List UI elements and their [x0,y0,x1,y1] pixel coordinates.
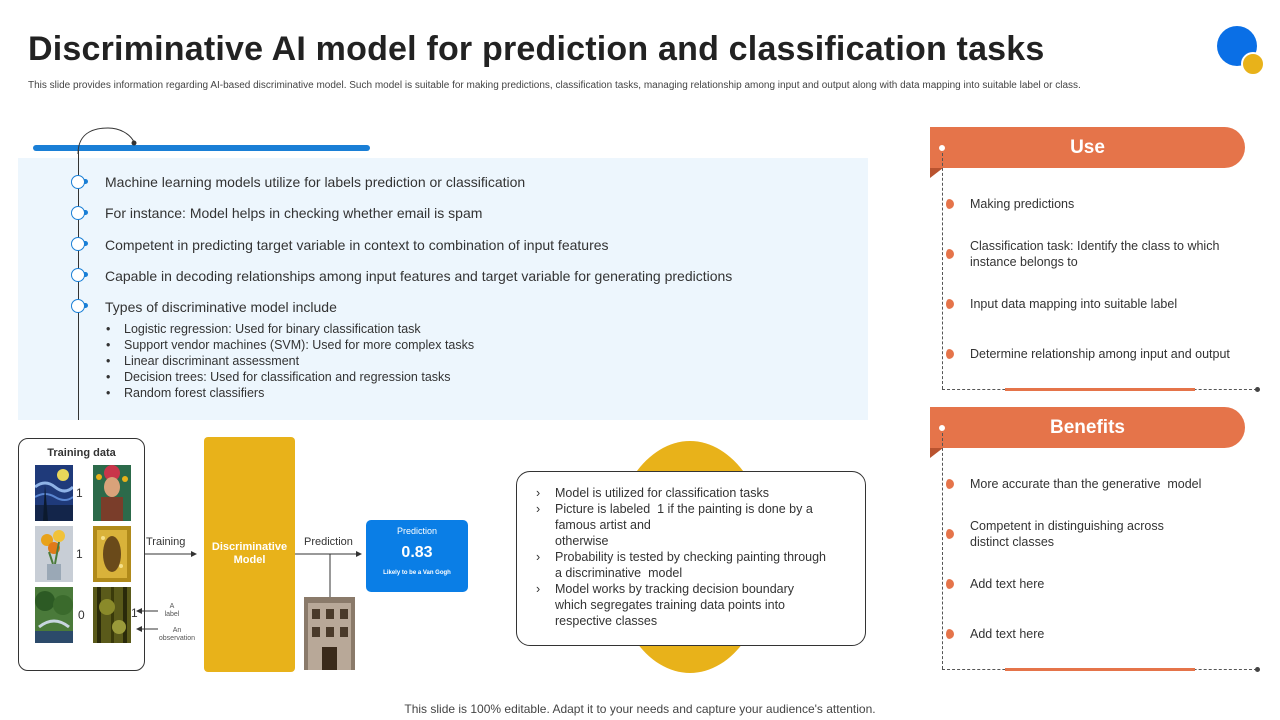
benefits-item: Add text here [970,577,1045,591]
benefits-accent-line [1005,668,1195,671]
tab-pin [937,143,947,153]
golden-artwork-thumbnail [93,526,131,582]
blue-accent-bar [33,145,370,151]
benefits-item: More accurate than the generative model [970,477,1202,491]
bullet-marker [71,237,88,251]
benefits-bullet [944,629,954,639]
page-title: Discriminative AI model for prediction a… [28,30,1045,68]
label-caption: A label [164,603,180,618]
use-bullet [944,249,954,259]
data-label: 1 [76,547,83,561]
benefits-dashed-line [942,433,943,669]
benefits-bullet [944,479,954,489]
tab-notch [930,448,943,458]
list-item: Model is utilized for classification tas… [534,485,826,501]
data-label: 1 [131,606,138,620]
model-label: Discriminative Model [211,541,288,566]
use-item: Classification task: Identify the class … [970,239,1220,269]
building-photo [304,597,355,670]
data-label: 0 [78,608,85,622]
forest-thumbnail [93,587,131,643]
training-data-title: Training data [47,447,116,459]
line-end-dot [1255,667,1260,672]
use-item: Determine relationship among input and o… [970,347,1230,361]
benefits-bullet [944,529,954,539]
observation-caption: An observation [158,627,196,642]
bullet-marker [71,299,88,313]
list-item: Probability is tested by checking painti… [534,549,826,581]
use-item: Input data mapping into suitable label [970,297,1178,311]
info-list: Model is utilized for classification tas… [534,485,826,629]
use-bullet [944,299,954,309]
list-item: Decision trees: Used for classification … [106,369,474,385]
list-item: Random forest classifiers [106,385,474,401]
main-point: Capable in decoding relationships among … [105,268,733,284]
use-dashed-line [942,153,943,389]
diagram-arrows [136,551,362,632]
prediction-caption: Likely to be a Van Gogh [383,570,451,576]
bullet-marker [71,268,88,282]
training-arrow-label: Training [146,536,186,548]
tab-notch [930,168,943,178]
timeline-curve [77,127,137,155]
benefits-item: Competent in distinguishing across disti… [970,519,1164,549]
list-item: Support vendor machines (SVM): Used for … [106,337,474,353]
prediction-arrow-label: Prediction [304,536,353,548]
use-header: Use [930,127,1245,168]
list-item: Logistic regression: Used for binary cla… [106,321,474,337]
prediction-title: Prediction [396,526,438,536]
portrait-thumbnail [93,465,131,521]
list-item: Model works by tracking decision boundar… [534,581,826,629]
bullet-marker [71,206,88,220]
line-end-dot [1255,387,1260,392]
starry-night-thumbnail [35,465,73,521]
prediction-box: Prediction 0.83 Likely to be a Van Gogh [366,520,468,592]
benefits-header: Benefits [930,407,1245,448]
use-accent-line [1005,388,1195,391]
use-bullet [944,349,954,359]
main-point: Types of discriminative model include [105,299,337,315]
prediction-value: 0.83 [401,544,433,561]
benefits-bullet [944,579,954,589]
timeline-line [78,150,79,420]
flowers-thumbnail [35,526,73,582]
main-point: Competent in predicting target variable … [105,237,609,253]
model-types-list: Logistic regression: Used for binary cla… [106,321,474,401]
list-item: Picture is labeled 1 if the painting is … [534,501,826,549]
main-point: For instance: Model helps in checking wh… [105,205,483,221]
list-item: Linear discriminant assessment [106,353,474,369]
landscape-thumbnail [35,587,73,643]
footer-note: This slide is 100% editable. Adapt it to… [404,702,876,716]
data-label: 1 [76,486,83,500]
tab-pin [937,423,947,433]
decorative-yellow-circle [1241,52,1265,76]
bullet-marker [71,175,88,189]
benefits-item: Add text here [970,627,1045,641]
discriminative-model-box: Discriminative Model [204,437,295,672]
main-point: Machine learning models utilize for labe… [105,174,526,190]
use-item: Making predictions [970,197,1075,211]
page-subtitle: This slide provides information regardin… [28,80,1081,91]
use-bullet [944,199,954,209]
